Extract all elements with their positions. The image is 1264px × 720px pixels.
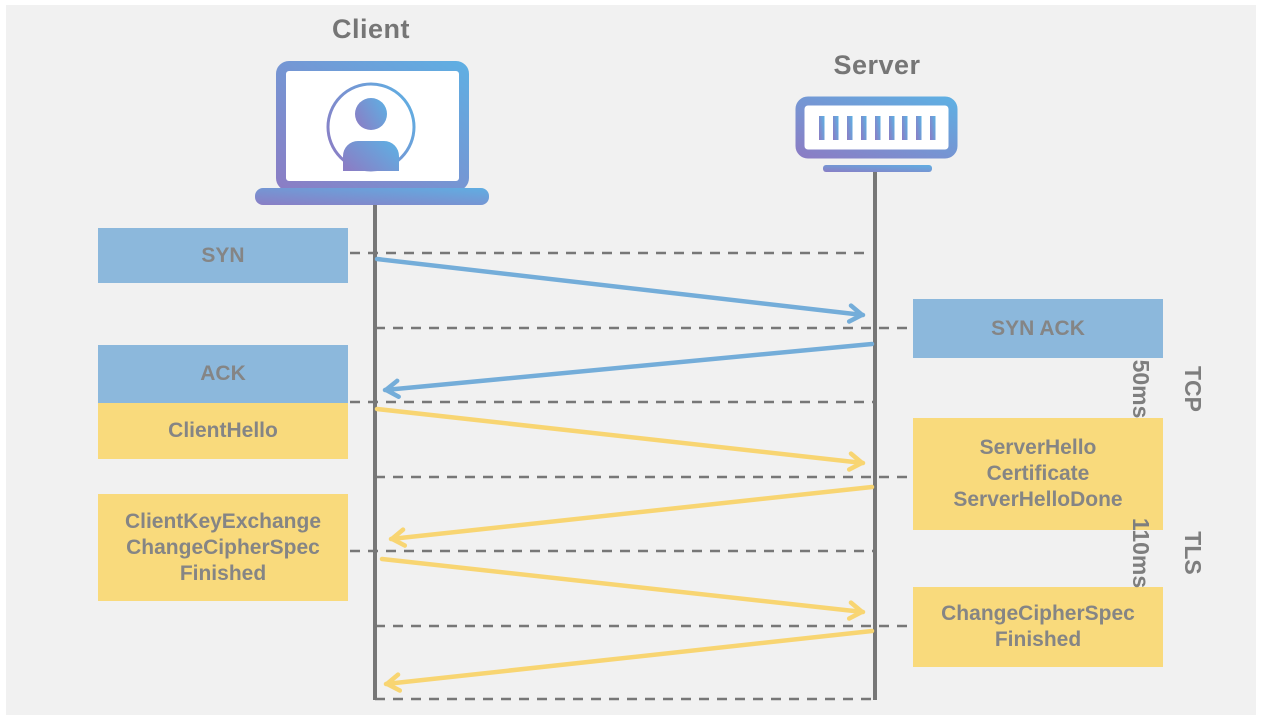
phase-tcp-protocol: TCP [1180,366,1206,412]
message-box-client-key-exchange: ClientKeyExchange ChangeCipherSpec Finis… [98,494,348,601]
arrow-client-key-exchange [379,556,866,621]
client-laptop-icon [255,61,489,205]
server-title: Server [833,50,921,80]
arrow-server-hello [388,484,875,548]
message-box-server-hello: ServerHello Certificate ServerHelloDone [913,418,1163,530]
message-box-syn-ack: SYN ACK [913,299,1163,358]
phase-tcp-duration: 50ms [1128,359,1154,419]
phase-tls-protocol: TLS [1180,531,1206,575]
message-box-syn: SYN [98,228,348,283]
arrow-client-hello [374,406,866,472]
client-title: Client [331,14,410,44]
message-box-client-hello: ClientHello [98,403,348,459]
message-box-change-cipher-spec: ChangeCipherSpec Finished [913,587,1163,667]
person-icon [355,98,387,130]
arrow-change-cipher-spec [383,628,875,693]
arrow-syn-ack [382,341,875,399]
phase-tls-duration: 110ms [1128,517,1154,589]
phase-label-tls: TLS 110ms [1128,493,1232,613]
message-box-ack: ACK [98,345,348,403]
phase-label-tcp: TCP 50ms [1128,329,1232,449]
timing-dashed-lines [350,251,911,701]
arrow-syn [374,256,866,324]
server-icon [795,96,958,172]
